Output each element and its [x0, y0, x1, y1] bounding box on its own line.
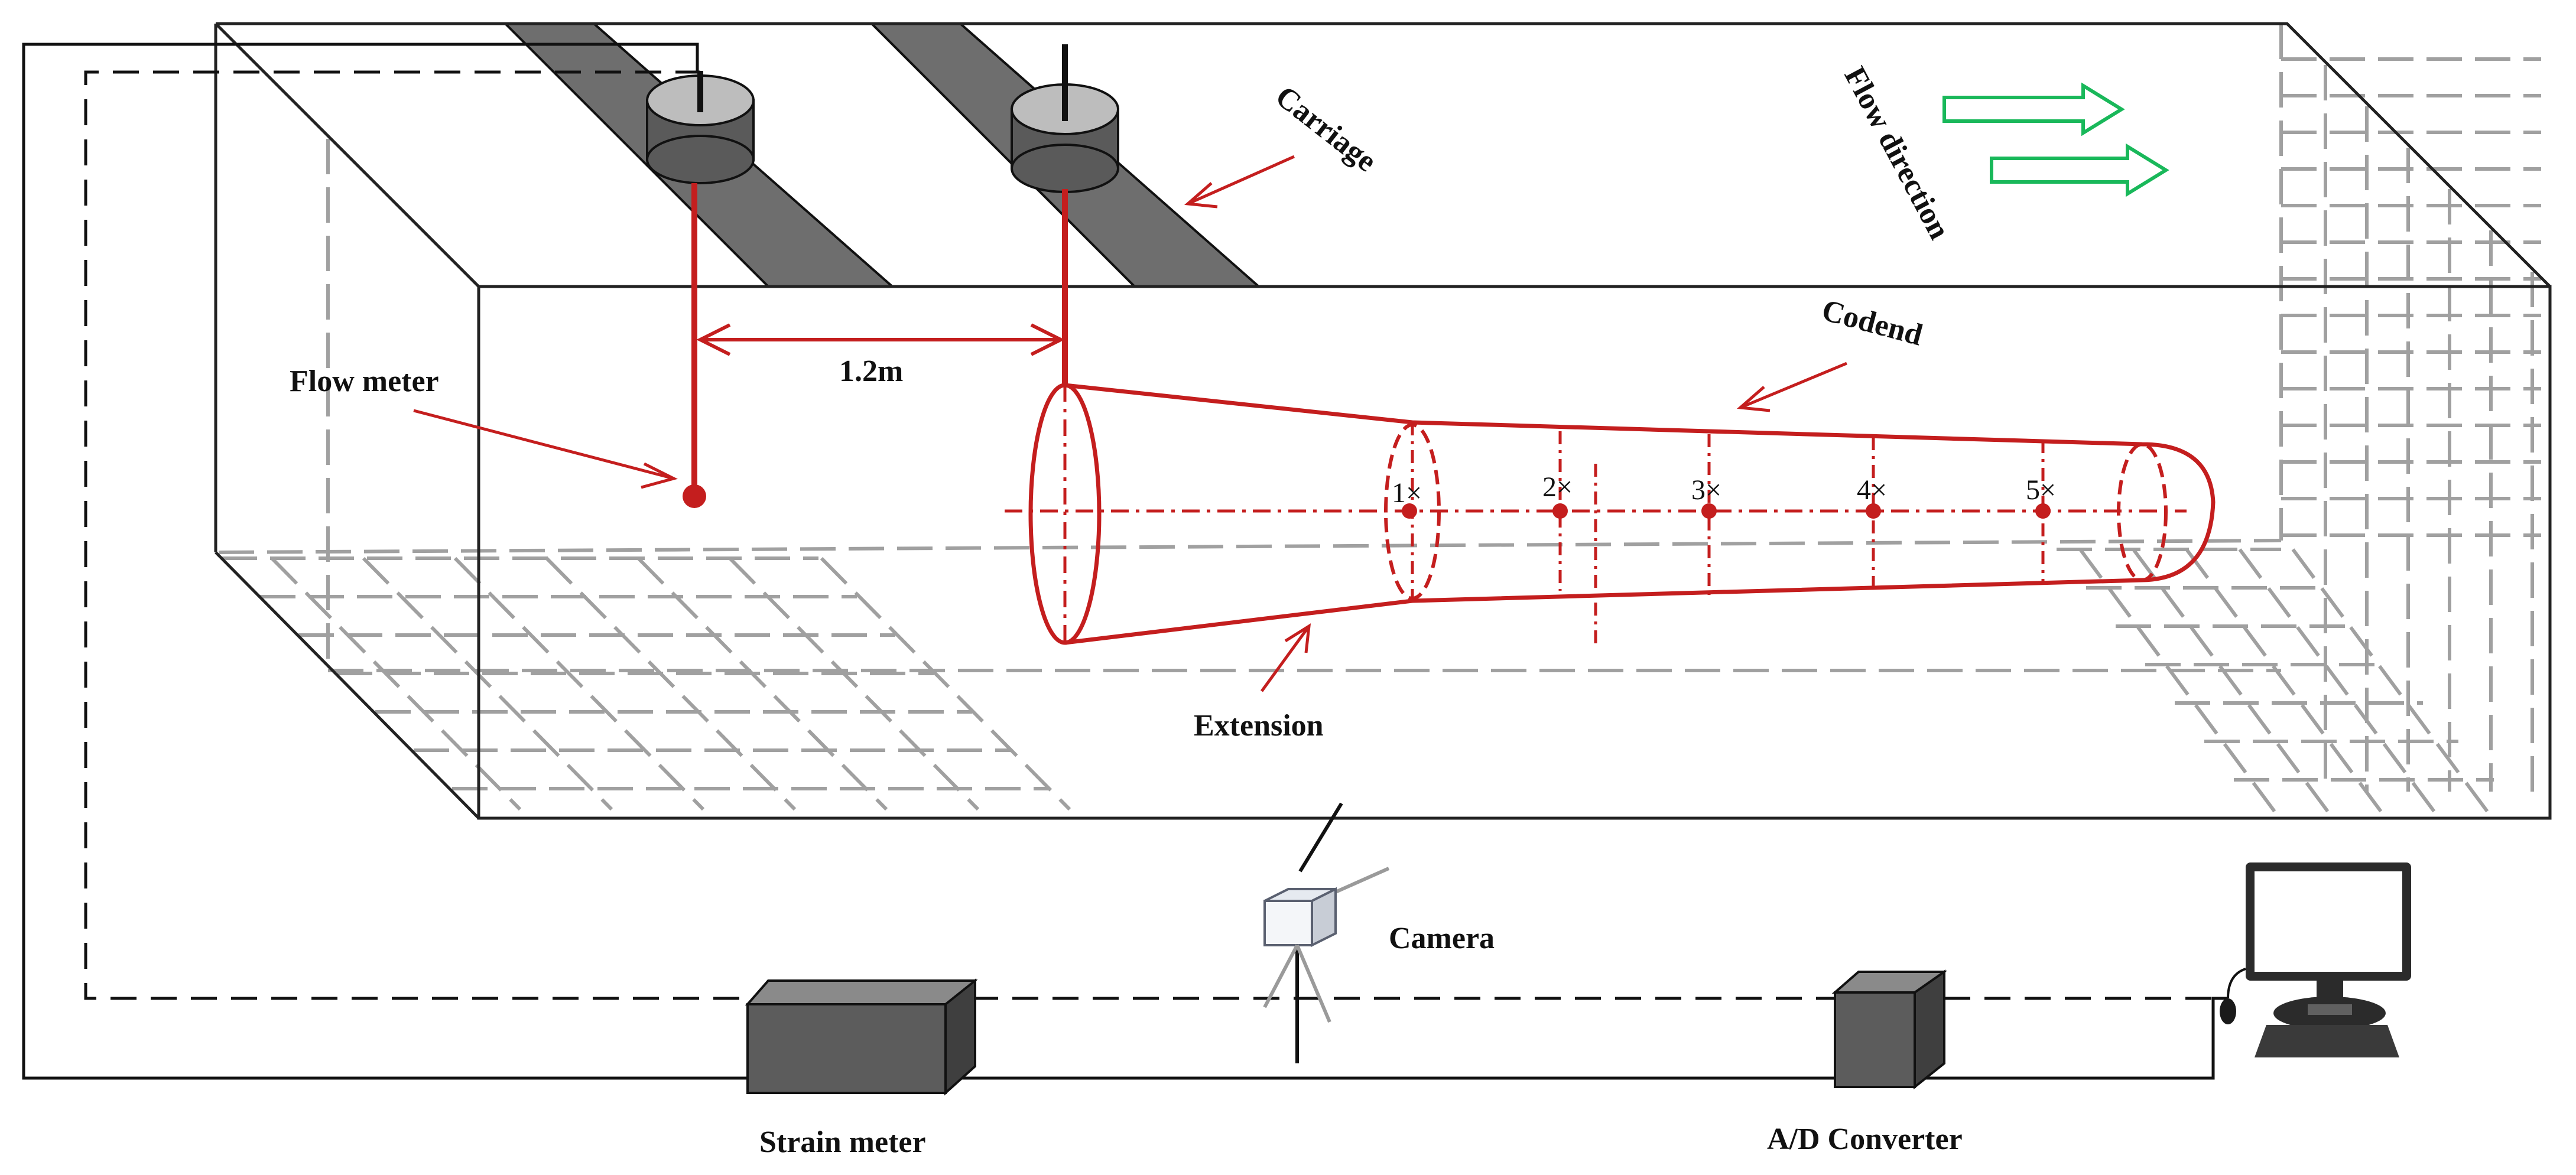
floor-grid-left-col: [636, 556, 888, 811]
load-cell-left: [646, 71, 755, 184]
distance-label: 1.2m: [839, 354, 903, 388]
floor-grid-right-col: [2078, 548, 2277, 813]
floor-grid-left: [222, 556, 1071, 811]
section-ring-end: [2117, 442, 2168, 582]
camera-label: Camera: [1389, 922, 1495, 955]
solid-signal-cable: [22, 43, 2228, 1080]
carriage-rails: [502, 22, 1262, 288]
strain-meter-box: [745, 978, 978, 1096]
measurement-point-label-3: 3×: [1691, 474, 1721, 506]
measurement-points: 1× 2× 3× 4× 5×: [1392, 471, 2056, 519]
flow-arrow-icon-2: [1990, 143, 2169, 197]
floor-grid-right-col: [2132, 548, 2330, 813]
load-cell-right: [1011, 44, 1119, 193]
camera-on-tripod-icon: [1263, 802, 1390, 1063]
floor-grid-left-col: [728, 556, 980, 811]
tank-outline: [214, 22, 2552, 820]
measurement-point-4: [1866, 503, 1881, 519]
extension-label: Extension: [1194, 709, 1324, 743]
floor-grid-left-col: [453, 556, 705, 811]
floor-grid-right: [2057, 548, 2494, 813]
flow-meter-head: [683, 484, 706, 508]
carriage-label: Carriage: [1269, 80, 1383, 179]
ad-converter-label: A/D Converter: [1767, 1122, 1963, 1156]
flow-arrows: [1942, 82, 2169, 197]
measurement-point-label-4: 4×: [1857, 474, 1887, 506]
flow-meter: [683, 183, 706, 508]
flow-arrow-icon-1: [1942, 82, 2125, 136]
measurement-point-label-5: 5×: [2026, 474, 2056, 506]
floor-grid-right-col: [2185, 548, 2383, 813]
flow-direction-label: Flow direction: [1837, 61, 1956, 245]
flow-meter-label: Flow meter: [290, 364, 439, 398]
measurement-point-5: [2035, 503, 2051, 519]
callout-arrows: [413, 155, 1847, 692]
tank-hidden-edges: [218, 24, 2283, 672]
distance-dimension: [696, 323, 1065, 356]
floor-grid-left-col: [362, 556, 613, 811]
measurement-point-2: [1552, 503, 1568, 519]
measurement-point-3: [1701, 503, 1717, 519]
net-upper-edge: [1064, 383, 2216, 645]
floor-grid-left-col: [545, 556, 797, 811]
codend-label: Codend: [1818, 294, 1926, 353]
floor-grid-left-col: [820, 556, 1071, 811]
floor-grid-right-col: [2291, 548, 2490, 813]
measurement-point-label-1: 1×: [1392, 477, 1422, 509]
ad-converter-box: [1831, 969, 1947, 1090]
measurement-point-1: [1402, 503, 1417, 519]
desktop-computer-icon: [2220, 862, 2411, 1057]
strain-meter-label: Strain meter: [759, 1125, 926, 1159]
end-wall-grid: [2281, 57, 2541, 792]
measurement-point-label-2: 2×: [1542, 471, 1573, 503]
floor-grid-right-col: [2238, 548, 2437, 813]
dashed-signal-cable: [84, 70, 748, 1000]
codend-net: [1005, 383, 2216, 645]
